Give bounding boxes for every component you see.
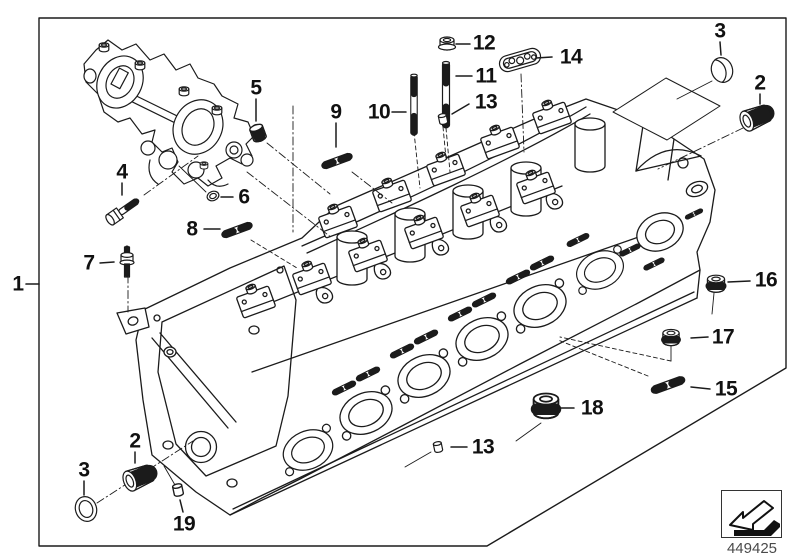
stud-9-glyph [323,153,352,169]
callout-11[interactable]: 11 [475,64,497,88]
section-plane [612,77,721,141]
cap-13-bottom-glyph [432,440,444,454]
cap-13-top-glyph [437,112,449,126]
callout-12[interactable]: 12 [472,31,496,55]
cap-19-glyph [171,482,185,498]
bolt-4-glyph [105,198,140,226]
subassembly-drawing [83,39,255,187]
fastener-glyphs [71,36,774,525]
plug-18-glyph [534,393,559,418]
dowel-5-glyph [249,123,267,143]
plug-17-glyph [663,329,679,345]
page-turn-arrow-icon [729,500,782,537]
callout-7[interactable]: 7 [83,251,95,275]
callout-2-top[interactable]: 2 [754,71,766,95]
oring-6-glyph [206,190,220,202]
callout-8[interactable]: 8 [186,217,198,241]
callout-4[interactable]: 4 [116,160,128,184]
callout-3-top[interactable]: 3 [714,19,726,43]
callout-3-bottom[interactable]: 3 [78,458,90,482]
callout-2-bottom[interactable]: 2 [129,429,141,453]
plug-16-glyph [708,275,725,292]
callout-18[interactable]: 18 [580,396,604,420]
callout-10[interactable]: 10 [367,100,391,124]
part-1-frame-bracket [25,17,787,547]
callout-13-top[interactable]: 13 [474,90,498,114]
callout-6[interactable]: 6 [238,185,250,209]
studbolt-7-glyph [119,245,135,279]
callout-14[interactable]: 14 [559,45,583,69]
ring-3-bottom-glyph [71,493,101,525]
gasket-14-glyph [498,47,542,73]
callout-17[interactable]: 17 [711,325,735,349]
nav-arrow-button[interactable] [721,490,782,538]
stud-15-glyph [652,376,684,394]
callout-1[interactable]: 1 [12,272,24,296]
stud-8-glyph [223,222,252,238]
cup-3-top-glyph [707,54,737,86]
plug-2-bottom-glyph [120,462,157,493]
callout-15[interactable]: 15 [714,377,738,401]
callout-9[interactable]: 9 [330,100,342,124]
callout-19[interactable]: 19 [172,512,196,536]
image-number: 449425 [726,540,778,557]
nut-12-glyph [437,36,457,51]
callout-leader-lines [83,41,761,513]
callout-13-bottom[interactable]: 13 [471,435,495,459]
stud-10-glyph [411,74,417,134]
callout-5[interactable]: 5 [250,76,262,100]
callout-16[interactable]: 16 [754,268,778,292]
